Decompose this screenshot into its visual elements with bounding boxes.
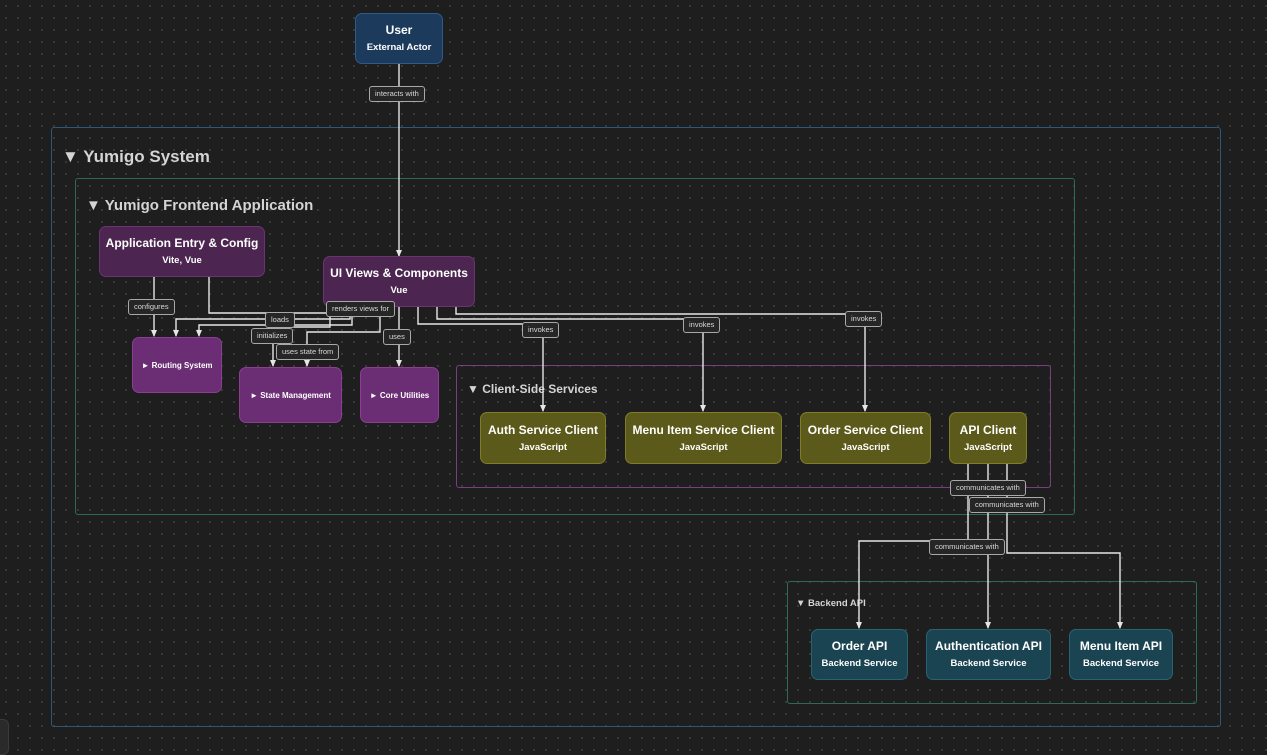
node-order-api-subtitle: Backend Service: [821, 658, 898, 669]
node-authentication-api[interactable]: Authentication API Backend Service: [926, 629, 1051, 680]
node-auth-api-title: Authentication API: [935, 639, 1042, 653]
node-auth-service-client[interactable]: Auth Service Client JavaScript: [480, 412, 606, 464]
node-auth-client-subtitle: JavaScript: [518, 441, 568, 453]
node-core-utilities[interactable]: ► Core Utilities: [360, 367, 439, 423]
group-frontend-application: ▼ Yumigo Frontend Application: [75, 178, 1075, 515]
edge-label-invokes-auth: invokes: [522, 322, 560, 338]
edge-ui-order: [455, 307, 868, 412]
group-backend-api: ▼ Backend API: [787, 581, 1197, 704]
node-menu-item-service-client[interactable]: Menu Item Service Client JavaScript: [625, 412, 782, 464]
node-application-entry-config[interactable]: Application Entry & Config Vite, Vue: [99, 226, 265, 277]
node-auth-api-subtitle: Backend Service: [950, 658, 1027, 669]
node-api-client[interactable]: API Client JavaScript: [949, 412, 1027, 464]
edge-label-initializes: initializes: [251, 328, 294, 344]
group-title-client-side-services: ▼ Client-Side Services: [467, 382, 598, 396]
node-state-management[interactable]: ► State Management: [239, 367, 342, 423]
node-menu-client-title: Menu Item Service Client: [632, 422, 775, 437]
node-user-title: User: [385, 23, 413, 37]
node-routing-title: ► Routing System: [141, 360, 213, 370]
edge-label-renders-views-for: renders views for: [326, 301, 396, 317]
group-title-yumigo-system: ▼ Yumigo System: [62, 147, 210, 166]
edge-entry-state: [270, 307, 331, 367]
group-title-backend-api: ▼ Backend API: [796, 598, 866, 609]
node-auth-client-title: Auth Service Client: [487, 422, 599, 437]
edge-api-order: [856, 464, 969, 629]
node-order-client-subtitle: JavaScript: [841, 441, 890, 453]
group-client-side-services: ▼ Client-Side Services: [456, 365, 1051, 488]
edge-label-communicates-with-3: communicates with: [929, 539, 1005, 555]
edge-label-loads: loads: [265, 312, 295, 328]
edge-label-uses-state-from: uses state from: [276, 344, 340, 360]
group-title-frontend-application: ▼ Yumigo Frontend Application: [86, 197, 314, 214]
edge-ui-auth: [417, 307, 546, 412]
node-order-client-title: Order Service Client: [807, 422, 924, 437]
edge-label-uses: uses: [383, 329, 411, 345]
node-user[interactable]: User External Actor: [355, 13, 443, 64]
edge-label-communicates-with-1: communicates with: [950, 480, 1026, 496]
node-user-subtitle: External Actor: [366, 42, 432, 53]
node-routing-system[interactable]: ► Routing System: [132, 337, 222, 393]
node-menu-client-subtitle: JavaScript: [679, 441, 728, 453]
node-api-client-title: API Client: [959, 422, 1017, 437]
node-order-service-client[interactable]: Order Service Client JavaScript: [800, 412, 931, 464]
edge-ui-menu: [436, 307, 706, 412]
node-ui-views-components[interactable]: UI Views & Components Vue: [323, 256, 475, 307]
node-api-client-subtitle: JavaScript: [963, 441, 1013, 453]
group-yumigo-system: ▼ Yumigo System: [51, 127, 1221, 727]
edge-label-interacts-with: interacts with: [369, 86, 425, 102]
node-core-title: ► Core Utilities: [369, 390, 430, 400]
node-ui-views-title: UI Views & Components: [330, 266, 468, 280]
node-menu-api-title: Menu Item API: [1079, 639, 1163, 653]
node-menu-item-api[interactable]: Menu Item API Backend Service: [1069, 629, 1173, 680]
node-app-entry-title: Application Entry & Config: [105, 236, 259, 250]
edge-label-invokes-order: invokes: [845, 311, 883, 327]
edge-label-configures: configures: [128, 299, 175, 315]
edge-label-communicates-with-2: communicates with: [969, 497, 1045, 513]
edge-label-invokes-menu: invokes: [683, 317, 721, 333]
canvas-corner-handle[interactable]: [0, 719, 9, 755]
node-state-title: ► State Management: [250, 390, 331, 400]
node-order-api-title: Order API: [831, 639, 888, 653]
node-ui-views-subtitle: Vue: [390, 285, 408, 296]
node-app-entry-subtitle: Vite, Vue: [162, 255, 202, 266]
node-menu-api-subtitle: Backend Service: [1082, 658, 1160, 669]
node-order-api[interactable]: Order API Backend Service: [811, 629, 908, 680]
